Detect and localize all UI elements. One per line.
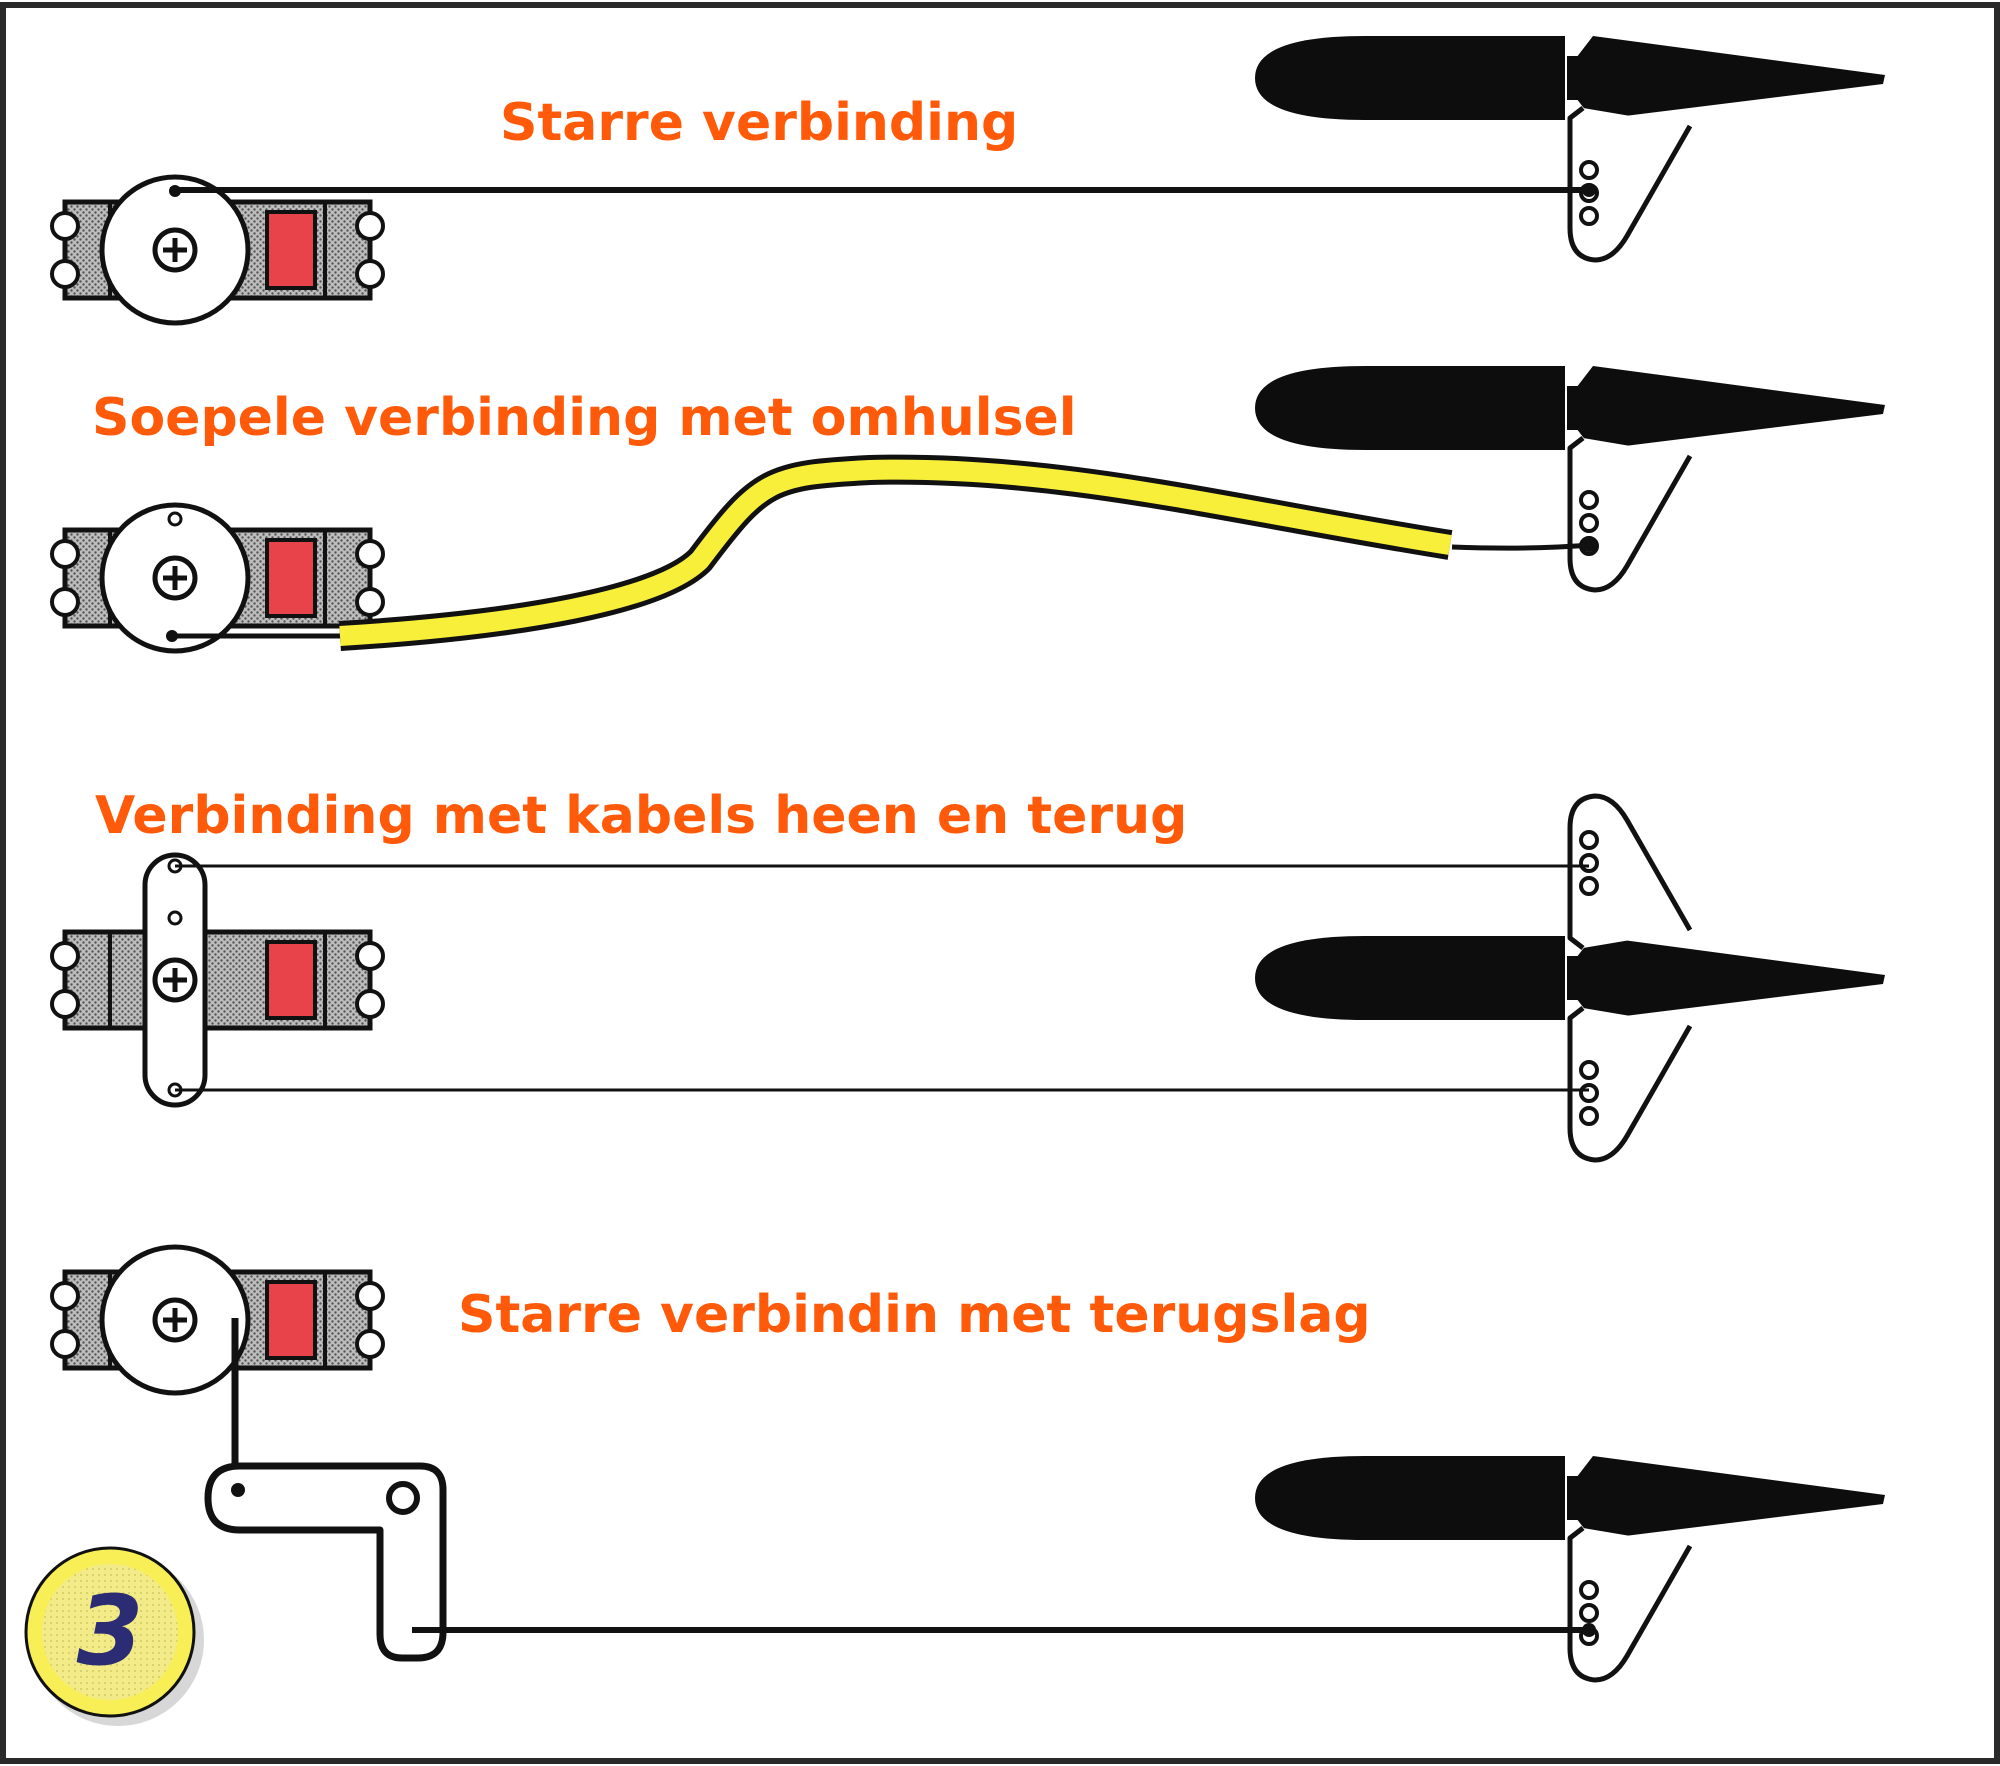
figure-badge: 3 (24, 1546, 204, 1726)
section-rigid-bellcrank: Starre verbindin met terugslag (52, 1247, 1885, 1680)
bellcrank (204, 1462, 447, 1662)
label-rigid: Starre verbinding (500, 93, 1018, 153)
figure-number: 3 (77, 1575, 144, 1687)
airfoil-2 (1255, 366, 1885, 450)
servo-disc-4 (102, 1247, 248, 1393)
section-rigid: Starre verbinding (52, 36, 1885, 323)
rod-end-4 (1582, 1623, 1596, 1637)
bellcrank-pivot (386, 1481, 420, 1515)
inner-cable-horn (1451, 542, 1591, 551)
section-flexible-sleeve: Soepele verbinding met omhulsel (52, 366, 1885, 651)
label-flexible-sleeve: Soepele verbinding met omhulsel (92, 388, 1077, 448)
rod-end-2 (1581, 536, 1597, 552)
servo-horn-hole (167, 511, 183, 527)
label-rigid-bellcrank: Starre verbindin met terugslag (458, 1285, 1371, 1345)
servo-disc-1 (102, 177, 248, 323)
airfoil-1 (1255, 36, 1885, 120)
airfoil-4 (1255, 1456, 1885, 1540)
bellcrank-joint (231, 1483, 245, 1497)
cable-end (166, 630, 178, 642)
control-horn-3-lower (1570, 1008, 1690, 1160)
sleeve (339, 459, 1452, 646)
control-horn-3-upper (1567, 793, 1693, 950)
airfoil-3 (1255, 936, 1885, 1020)
section-pull-pull: Verbinding met kabels heen en terug (52, 786, 1885, 1160)
control-horn-4 (1570, 1528, 1690, 1680)
rod-end-1 (1582, 183, 1596, 197)
label-pull-pull: Verbinding met kabels heen en terug (95, 786, 1187, 846)
servo-disc-2 (102, 505, 248, 651)
control-horn-2 (1570, 438, 1690, 590)
servo-3 (52, 932, 383, 1028)
